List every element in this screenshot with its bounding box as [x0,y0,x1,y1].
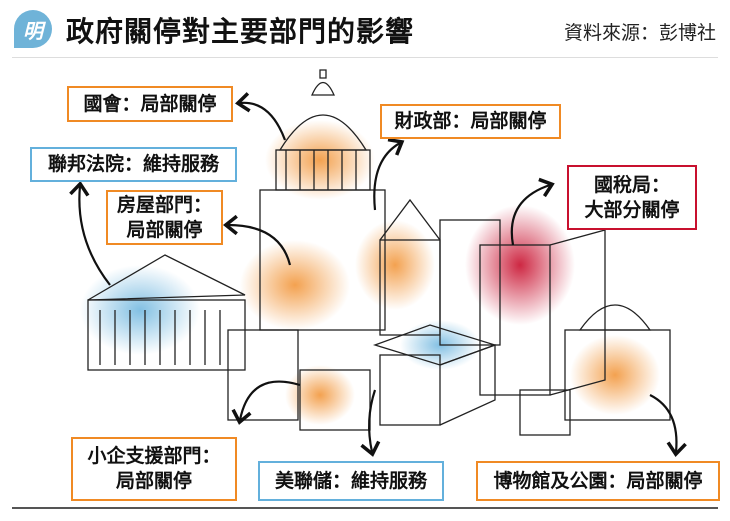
label-museums-parks: 博物館及公園：局部關停 [476,461,720,501]
arrow-sba [231,380,301,425]
ming-logo: 明 [14,10,52,48]
arrow-housing [222,214,292,266]
label-text: 國會：局部關停 [83,92,217,115]
label-small-business: 小企支援部門： 局部關停 [71,437,237,501]
header-divider [12,57,718,58]
label-federal-reserve: 美聯儲：維持服務 [258,461,444,501]
label-text: 局部關停 [126,218,203,241]
source-credit: 資料來源：彭博社 [563,22,716,44]
label-federal-courts: 聯邦法院：維持服務 [30,147,237,182]
label-text: 大部分關停 [584,198,680,221]
label-text: 局部關停 [115,470,192,492]
label-treasury: 財政部：局部關停 [380,104,561,139]
label-text: 美聯儲：維持服務 [274,469,427,492]
label-irs: 國稅局： 大部分關停 [567,165,697,230]
label-text: 國稅局： [593,173,670,196]
label-text: 博物館及公園：局部關停 [493,469,703,492]
page-title: 政府關停對主要部門的影響 [66,15,415,48]
arrow-fed [360,389,381,457]
arrow-court [69,181,111,286]
arrow-irs [510,177,555,246]
arrows [69,92,687,457]
building-sketches [87,69,671,436]
label-text: 聯邦法院：維持服務 [47,153,219,176]
arrow-museums [649,394,687,457]
arrow-congress [235,92,287,141]
footer-divider [12,507,718,509]
label-text: 小企支援部門： [87,445,221,468]
label-text: 房屋部門： [116,193,212,216]
label-text: 財政部：局部關停 [394,110,547,133]
arrow-treasury [373,137,405,211]
color-glows [80,120,660,425]
label-housing: 房屋部門： 局部關停 [106,190,223,245]
label-congress: 國會：局部關停 [67,86,233,122]
